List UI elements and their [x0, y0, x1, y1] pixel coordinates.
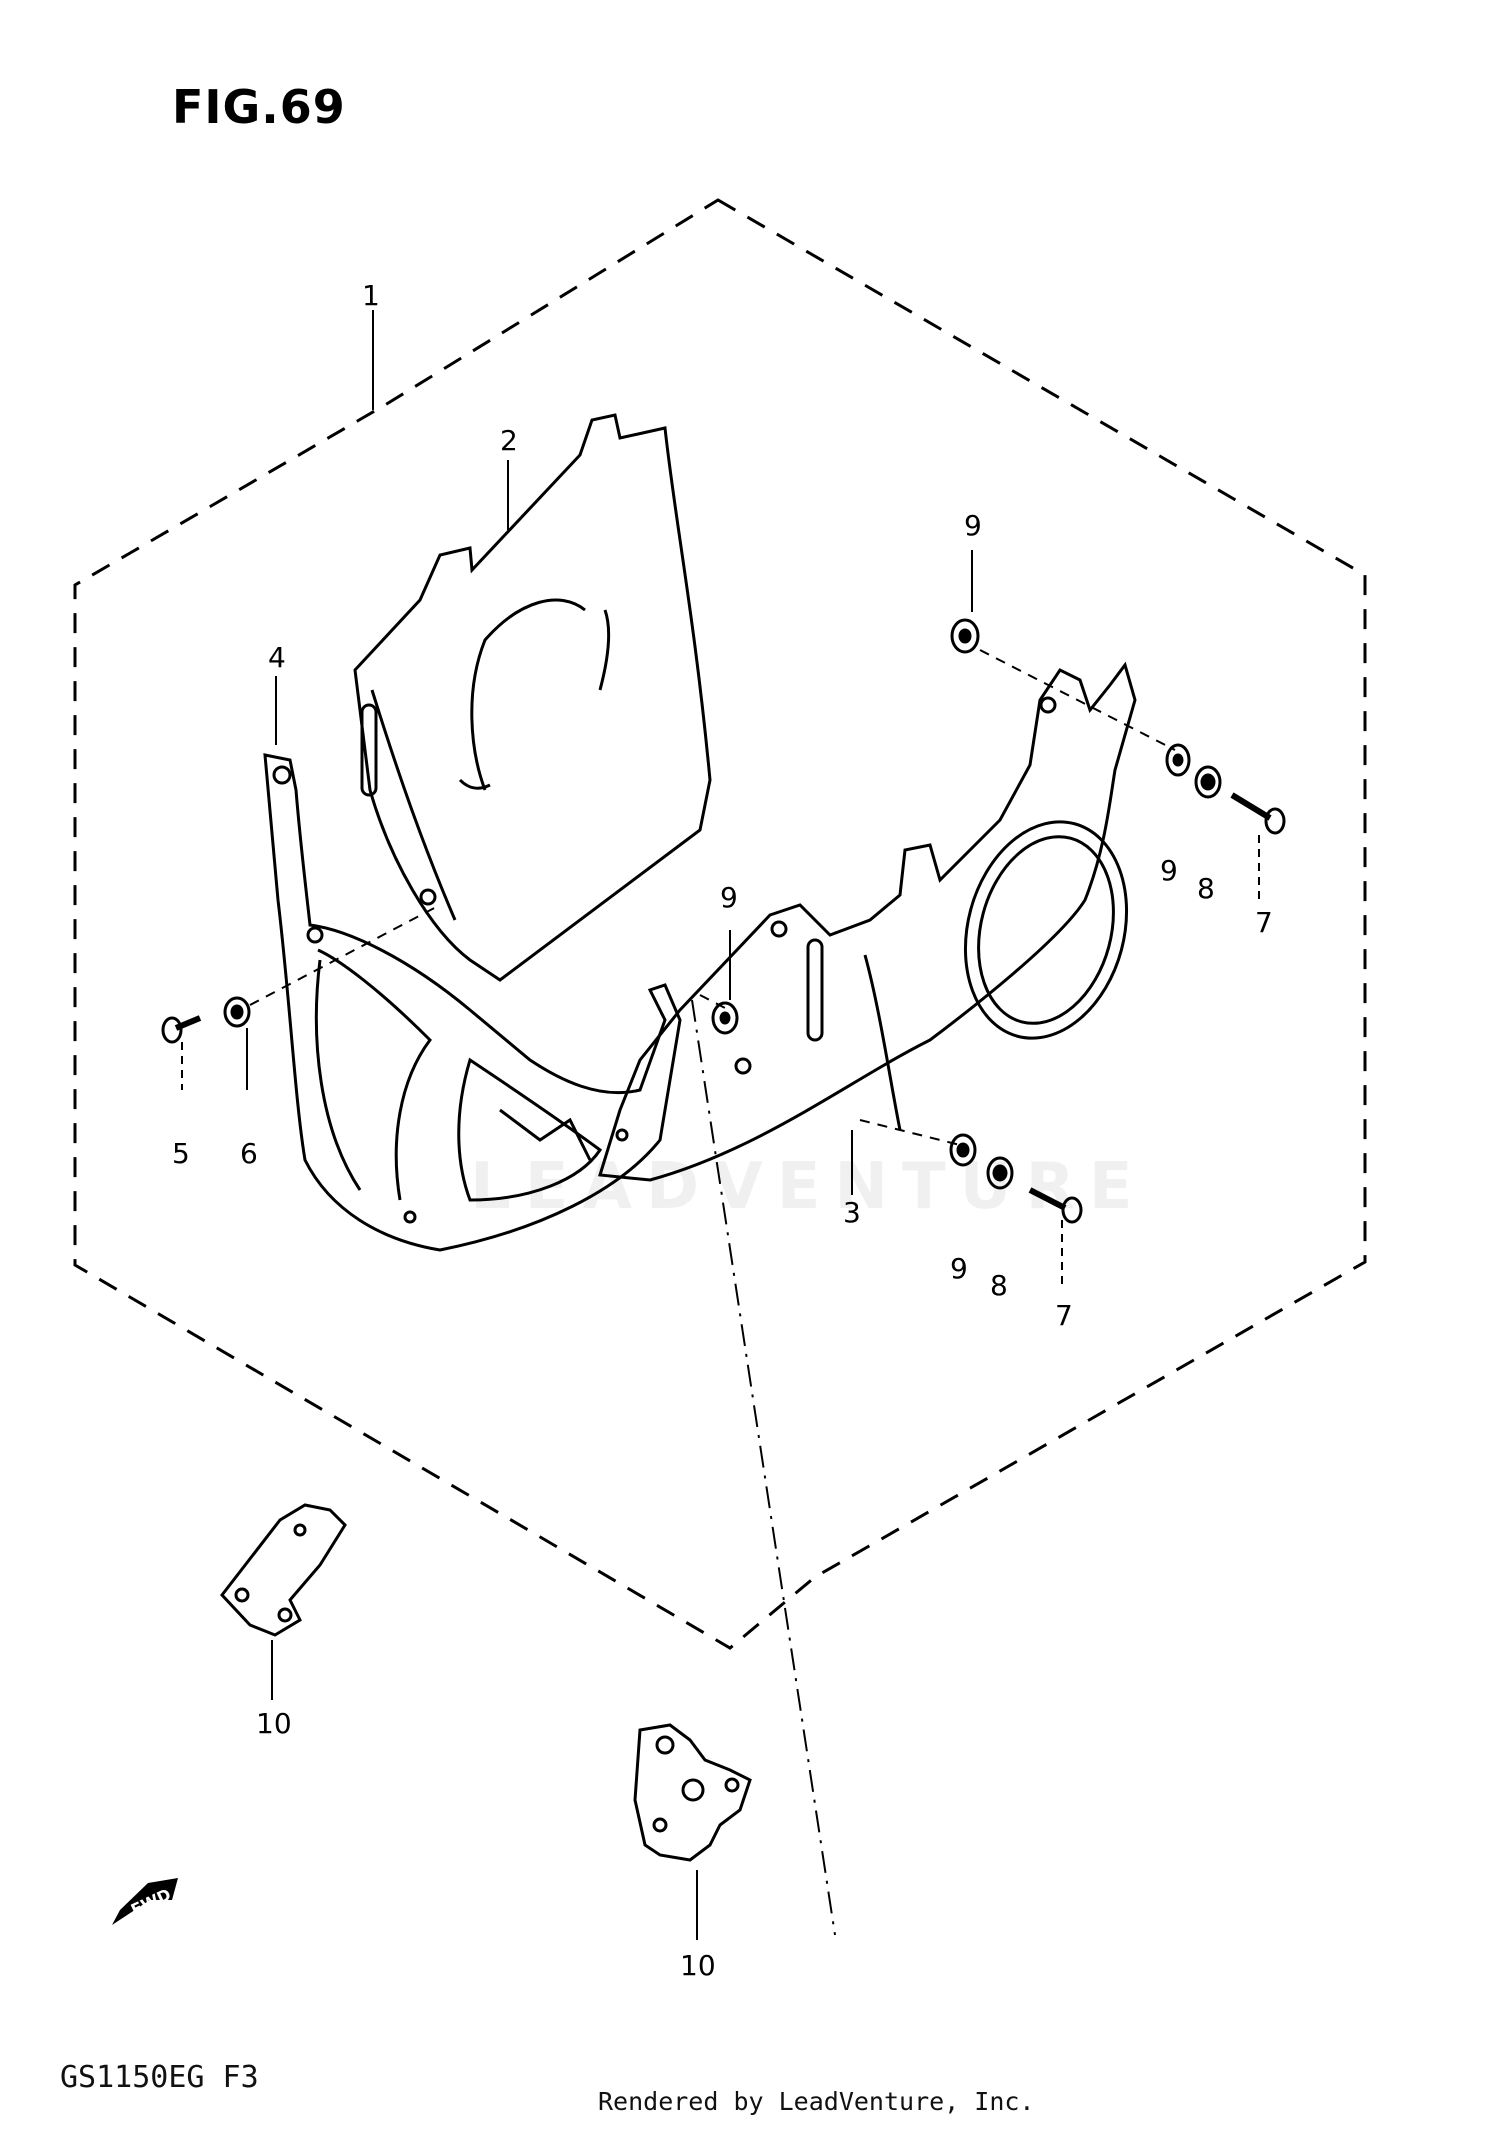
callout-2: 2	[500, 424, 518, 457]
callout-10a: 10	[256, 1707, 292, 1740]
footer-credit: Rendered by LeadVenture, Inc.	[598, 2087, 1035, 2116]
callout-9b: 9	[1160, 854, 1178, 887]
bracket-part-10	[220, 1503, 752, 1862]
watermark: LEADVENTURE	[470, 1150, 1147, 1224]
callout-4: 4	[268, 641, 286, 674]
assembly-boundary	[73, 198, 1367, 1650]
callout-7a: 7	[1255, 906, 1273, 939]
callout-9c: 9	[720, 881, 738, 914]
callout-9a: 9	[964, 509, 982, 542]
callout-7b: 7	[1055, 1299, 1073, 1332]
fwd-arrow: FWD	[112, 1878, 178, 1925]
right-cowl-part-3	[598, 661, 1137, 1182]
callout-9d: 9	[950, 1252, 968, 1285]
left-frame-part-4	[263, 753, 682, 1252]
callout-5: 5	[172, 1137, 190, 1170]
callout-1: 1	[362, 279, 380, 312]
callout-numbers: 1 2 3 4 5 6 7 7 8 8 9 9 9 9 10 10	[172, 279, 1273, 1982]
callout-3: 3	[843, 1196, 861, 1229]
callout-10b: 10	[680, 1949, 716, 1982]
callout-8b: 8	[990, 1269, 1008, 1302]
callout-8a: 8	[1197, 872, 1215, 905]
inner-panel-part-2	[353, 413, 712, 982]
figure-title: FIG.69	[172, 80, 346, 134]
model-code: GS1150EG F3	[60, 2060, 259, 2095]
leader-lines	[181, 310, 1260, 1940]
callout-6: 6	[240, 1137, 258, 1170]
hardware-items	[161, 618, 1286, 1224]
